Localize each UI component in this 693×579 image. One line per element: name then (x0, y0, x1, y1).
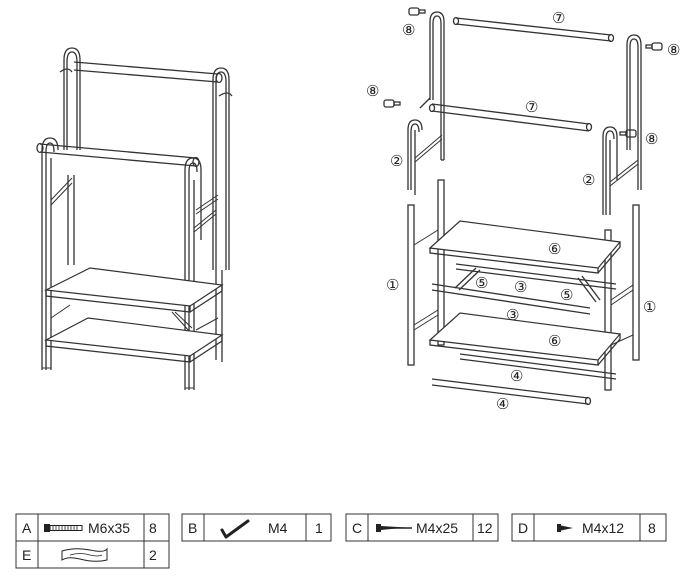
hardware-qty: 12 (477, 520, 493, 536)
part-4-bottom-rail-front (431, 378, 592, 406)
spanner-icon (61, 547, 108, 562)
hardware-item-a: A M6x35 8 (15, 513, 170, 542)
hardware-qty: 2 (149, 547, 157, 563)
part-7-top-rail-back (452, 16, 615, 43)
callout-2-left: ② (390, 153, 403, 170)
hardware-size: M4 (268, 520, 288, 536)
hardware-letter: B (188, 520, 197, 536)
exploded-view (383, 7, 663, 406)
callout-7-top: ⑦ (552, 10, 565, 27)
callout-4-front: ④ (496, 396, 509, 413)
hardware-letter: A (22, 520, 32, 536)
hardware-item-e: E 2 (15, 540, 170, 569)
callout-2-right: ② (582, 172, 595, 189)
callout-3-back: ③ (514, 279, 527, 296)
hardware-item-d: D M4x12 8 (511, 513, 667, 542)
callout-8-mid-left: ⑧ (366, 83, 379, 100)
hardware-list: A M6x35 8 B M4 1 C (15, 513, 667, 569)
callout-5-left: ⑤ (475, 275, 488, 292)
part-5-brace-left (454, 267, 481, 291)
part-1-lower-leg-right (604, 204, 640, 391)
part-3-shelf-rail-front (431, 283, 591, 315)
part-8-end-cap-top-right (645, 42, 663, 51)
part-2-upper-frame-left (407, 11, 445, 195)
part-7-top-rail-front (428, 103, 593, 132)
callout-3-front: ③ (506, 307, 519, 324)
assembled-top-front-rail (36, 142, 200, 168)
callouts: ⑧ ⑦ ⑧ ⑧ ⑦ ⑧ ② ② ⑥ ① ⑤ ③ ⑤ ① ③ ⑥ ④ ④ (366, 10, 680, 413)
hardware-size: M6x35 (88, 520, 130, 536)
callout-4-back: ④ (510, 368, 523, 385)
part-8-end-cap-mid-right (619, 129, 637, 138)
part-2-upper-frame-right (602, 34, 642, 215)
hardware-letter: D (518, 520, 528, 536)
callout-8-top-right: ⑧ (667, 42, 680, 59)
part-8-end-cap-top-left (408, 7, 426, 16)
hardware-item-c: C M4x25 12 (345, 513, 499, 542)
hardware-qty: 8 (149, 520, 157, 536)
allen-key-icon (220, 519, 250, 539)
callout-1-right: ① (643, 299, 656, 316)
long-screw-icon (376, 524, 412, 532)
part-6-shelf-upper (428, 220, 622, 274)
hardware-size: M4x25 (416, 520, 458, 536)
part-8-end-cap-mid-left (383, 99, 401, 108)
hardware-letter: E (22, 547, 31, 563)
hardware-letter: C (352, 520, 362, 536)
callout-8-top-left: ⑧ (402, 22, 415, 39)
callout-8-mid-right: ⑧ (645, 131, 658, 148)
callout-6-upper: ⑥ (548, 241, 561, 258)
callout-1-left: ① (386, 277, 399, 294)
hardware-item-b: B M4 1 (181, 513, 332, 542)
part-5-brace-right (577, 275, 601, 303)
hardware-size: M4x12 (582, 520, 624, 536)
callout-7-mid: ⑦ (525, 99, 538, 116)
assembled-lower-shelf (43, 317, 224, 363)
bolt-icon (44, 524, 83, 532)
callout-5-right: ⑤ (560, 287, 573, 304)
callout-6-lower: ⑥ (548, 333, 561, 350)
hardware-qty: 8 (648, 520, 656, 536)
assembled-rack (36, 47, 233, 390)
part-4-bottom-rail-back (459, 353, 617, 380)
short-screw-icon (557, 524, 573, 532)
hardware-qty: 1 (315, 520, 323, 536)
part-1-lower-leg-left (407, 179, 445, 366)
part-6-shelf-lower (428, 312, 622, 366)
assembled-upper-shelf (43, 267, 224, 333)
assembled-back-frame (63, 47, 230, 362)
assembled-top-back-rail (59, 61, 233, 97)
